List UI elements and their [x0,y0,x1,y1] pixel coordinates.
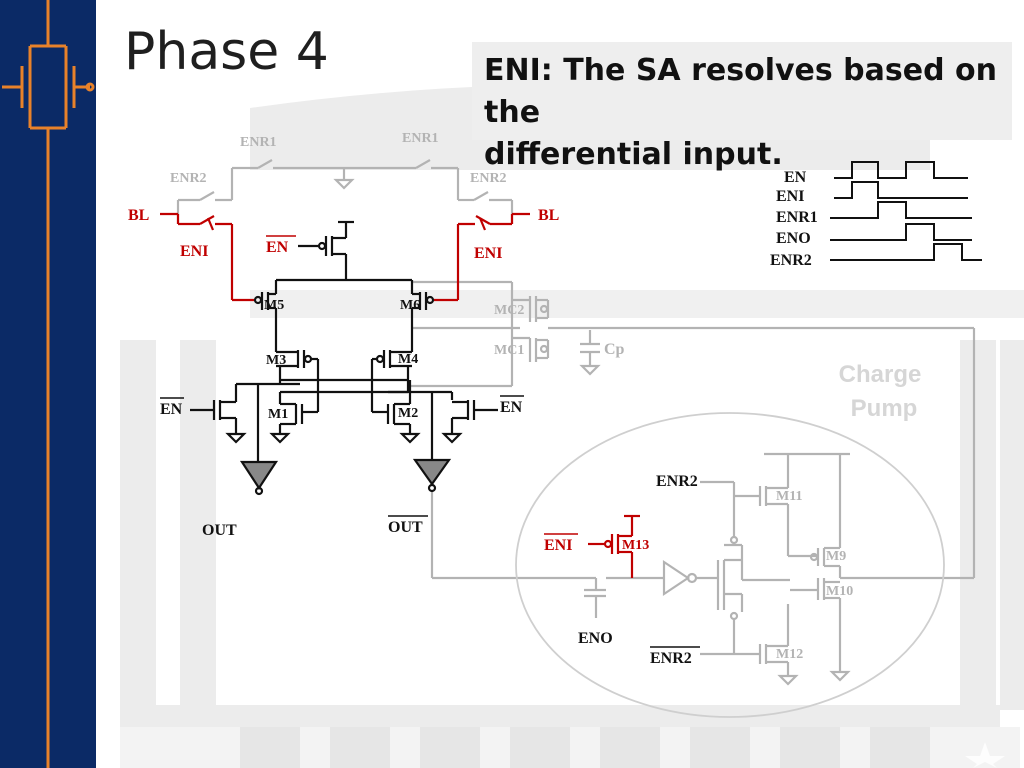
label-m2: M2 [398,406,418,421]
label-out: OUT [202,522,237,539]
label-enr1-right: ENR1 [402,131,439,146]
label-m3: M3 [266,353,286,368]
circuit-labels: ENR1 ENR1 ENR2 ENR2 BL BL ENI ENI EN M5 … [128,131,921,667]
timing-label-enr1: ENR1 [776,209,818,226]
label-charge-pump-2: Pump [851,395,918,422]
label-en-bar-right: EN [500,399,523,416]
label-enr2-right: ENR2 [470,171,507,186]
label-out-bar: OUT [388,519,423,536]
charge-pump-boundary [515,412,945,718]
label-m9: M9 [826,549,846,564]
label-enr2-bar: ENR2 [650,650,692,667]
label-m12: M12 [776,647,803,662]
label-eni-left: ENI [180,243,208,260]
timing-label-enr2: ENR2 [770,252,812,269]
timing-diagram [830,161,982,261]
building-watermark [120,84,1024,768]
slide-title: Phase 4 [124,22,329,82]
callout-line-1: ENI: The SA resolves based on the [484,53,997,130]
timing-label-en: EN [784,169,807,186]
label-cp-enr2: ENR2 [656,473,698,490]
inactive-wires [176,159,976,686]
label-m11: M11 [776,489,802,504]
label-m10: M10 [826,584,853,599]
label-enr2-left: ENR2 [170,171,207,186]
label-m6: M6 [400,298,420,313]
active-wires [190,220,498,496]
timing-label-eni: ENI [776,188,804,205]
label-cp-eni-bar: ENI [544,537,572,554]
label-en-bar-top: EN [266,239,289,256]
label-bl-left: BL [128,207,149,224]
label-m1: M1 [268,407,288,422]
callout-line-2: differential input. [484,137,783,172]
label-en-bar-left: EN [160,401,183,418]
timing-labels: EN ENI ENR1 ENO ENR2 [770,169,818,269]
label-mc1: MC1 [494,343,524,358]
callout-box: ENI: The SA resolves based on the differ… [472,42,1012,172]
label-eni-right: ENI [474,245,502,262]
label-eno: ENO [578,630,613,647]
label-bl-right: BL [538,207,559,224]
active-input-wires [160,212,640,578]
timing-label-eno: ENO [776,230,811,247]
transistor-logo-icon [2,0,95,768]
label-m5: M5 [264,298,284,313]
label-cp: Cp [604,341,625,358]
label-charge-pump-1: Charge [839,361,922,388]
label-mc2: MC2 [494,303,524,318]
label-enr1-left: ENR1 [240,135,277,150]
label-m13: M13 [622,538,649,553]
star-icon [965,742,1005,768]
label-m4: M4 [398,352,418,367]
